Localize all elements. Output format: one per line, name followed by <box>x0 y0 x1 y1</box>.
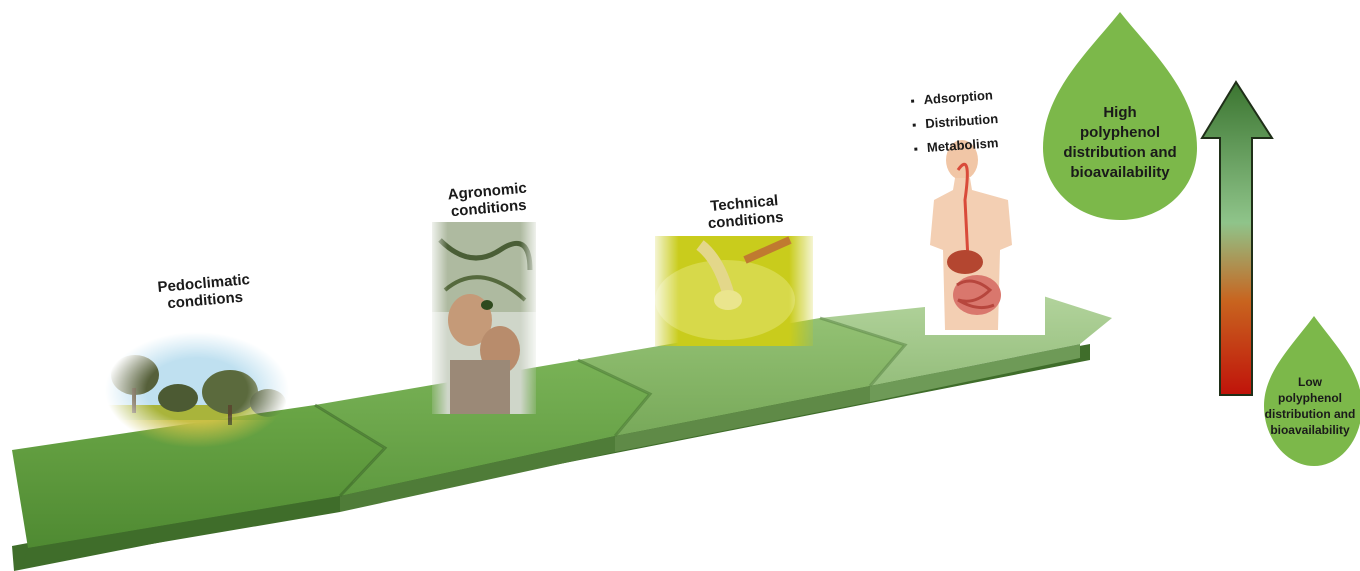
absorption-process-list: Adsorption Distribution Metabolism <box>910 83 1001 161</box>
high-drop-line2: polyphenol <box>1047 123 1193 143</box>
olive-oil-photo <box>655 236 813 346</box>
bioavailability-gradient-arrow <box>1202 82 1272 395</box>
low-drop-line2: polyphenol <box>1260 390 1360 406</box>
olive-harvest-photo <box>432 222 536 414</box>
low-drop-line3: distribution and <box>1260 406 1360 422</box>
low-drop-line4: bioavailability <box>1260 422 1360 438</box>
low-drop-line1: Low <box>1260 374 1360 390</box>
low-drop-text: Low polyphenol distribution and bioavail… <box>1260 374 1360 438</box>
olive-grove-photo <box>100 330 295 455</box>
high-drop-line4: bioavailability <box>1047 163 1193 183</box>
digestive-system-illustration <box>925 140 1045 335</box>
high-drop-line3: distribution and <box>1047 143 1193 163</box>
high-drop-text: High polyphenol distribution and bioavai… <box>1047 103 1193 183</box>
high-drop-line1: High <box>1047 103 1193 123</box>
